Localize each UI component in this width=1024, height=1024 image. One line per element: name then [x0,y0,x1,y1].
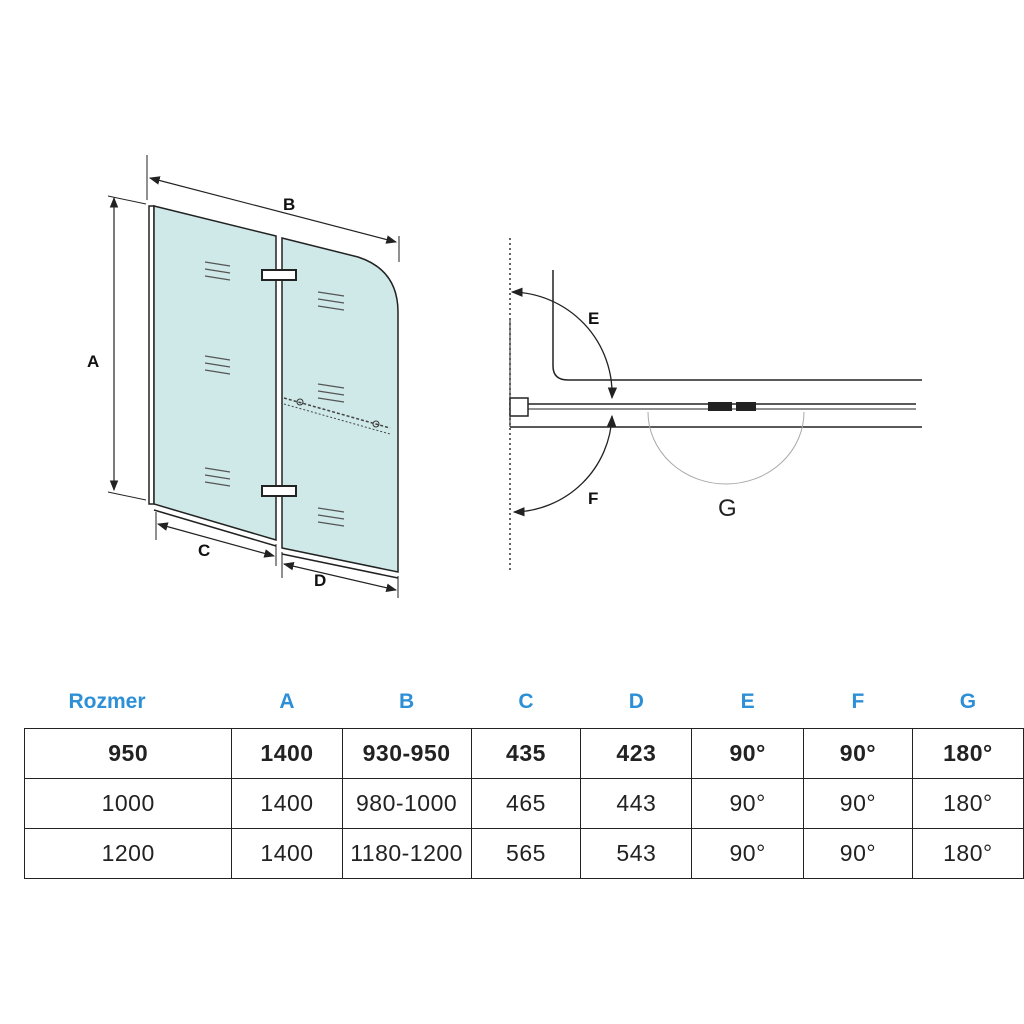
arc-g [647,411,805,485]
dimension-table: Rozmer A B C D E F G 950 1400 930-950 43… [23,676,1024,879]
cell-b: 930-950 [341,728,472,779]
cell-c: 565 [470,828,582,879]
cell-rozmer: 1200 [23,828,233,879]
header-d: D [628,690,644,713]
cell-c: 465 [470,778,582,829]
cell-f: 90° [803,778,913,829]
wall-profile-top [509,397,529,417]
left-glass-panel [153,205,277,542]
top-view: E F G [509,238,922,572]
cell-g: 180° [911,828,1024,879]
table-row: 1000 1400 980-1000 465 443 90° 90° 180° [23,778,1024,829]
header-g: G [959,690,977,713]
cell-a: 1400 [231,828,343,879]
cell-b: 980-1000 [341,778,472,829]
cell-f: 90° [803,828,913,879]
cell-e: 90° [691,728,805,779]
label-c: C [198,541,210,560]
header-f: F [851,690,865,713]
cell-d: 543 [580,828,693,879]
header-c: C [518,690,534,713]
label-g: G [718,495,737,522]
dimension-c-line [156,522,276,558]
cell-g: 180° [911,778,1024,829]
glass-reflections [204,261,345,527]
table-row: 1200 1400 1180-1200 565 543 90° 90° 180° [23,828,1024,879]
cell-d: 443 [580,778,693,829]
dimension-diagram: A B C D E F [87,155,922,598]
right-glass-panel [281,237,399,573]
bottom-hinge [261,485,297,497]
front-view: A B C D [87,155,400,598]
dimension-d-line [282,561,398,593]
cell-d: 423 [580,728,693,779]
cell-a: 1400 [231,728,343,779]
header-rozmer: Rozmer [68,690,146,713]
table-header-row: Rozmer A B C D E F G [25,676,1024,729]
label-f: F [588,489,598,508]
bathtub-outline [552,270,922,381]
cell-g: 180° [911,728,1024,779]
dimension-b-line [148,176,398,244]
cell-e: 90° [691,778,805,829]
table-row: 950 1400 930-950 435 423 90° 90° 180° [23,728,1024,779]
cell-a: 1400 [231,778,343,829]
towel-bar [283,397,391,429]
header-e: E [740,690,755,713]
cell-rozmer: 1000 [23,778,233,829]
arc-e [510,287,618,400]
cell-f: 90° [803,728,913,779]
arc-f [512,414,617,517]
label-d: D [314,571,326,590]
label-e: E [588,309,599,328]
cell-e: 90° [691,828,805,879]
cell-c: 435 [470,728,582,779]
label-b: B [283,195,295,214]
cell-b: 1180-1200 [341,828,472,879]
label-a: A [87,352,99,371]
top-hinge [261,269,297,281]
header-b: B [399,690,415,713]
header-a: A [279,690,295,713]
cell-rozmer: 950 [23,728,233,779]
